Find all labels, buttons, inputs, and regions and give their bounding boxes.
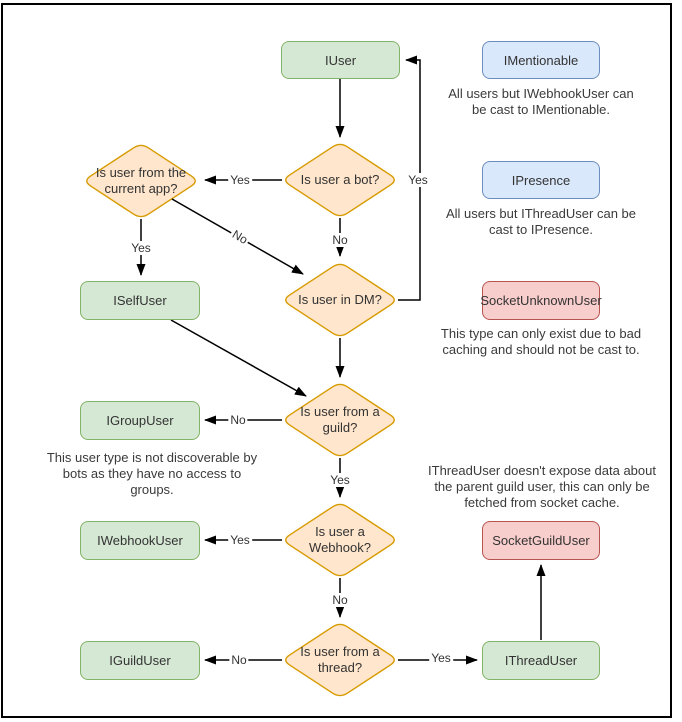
decision-webhook-label: Is user a Webhook? bbox=[309, 524, 371, 555]
edge-label-guild-no: No bbox=[228, 413, 248, 427]
node-igroupuser: IGroupUser bbox=[80, 401, 200, 440]
edge-label-app-yes: Yes bbox=[129, 241, 153, 255]
edge-label-thread-no: No bbox=[229, 653, 249, 667]
edge-label-thread-yes: Yes bbox=[429, 651, 453, 665]
node-socketguilduser: SocketGuildUser bbox=[482, 521, 600, 560]
note-ipresence: All users but IThreadUser can be cast to… bbox=[445, 206, 637, 237]
note-imentionable: All users but IWebhookUser can be cast t… bbox=[448, 86, 634, 117]
edge-label-bot-yes: Yes bbox=[228, 173, 252, 187]
decision-current-app-shape bbox=[86, 144, 196, 218]
node-iwebhookuser: IWebhookUser bbox=[80, 521, 200, 560]
edge-label-webhook-no: No bbox=[330, 593, 350, 607]
edge-iselfuser-to-guild bbox=[170, 319, 307, 397]
decision-dm-shape bbox=[285, 263, 395, 337]
edge-label-webhook-yes: Yes bbox=[228, 533, 252, 547]
decision-current-app-label: Is user from the current app? bbox=[95, 165, 187, 196]
note-ithreaduser: IThreadUser doesn't expose data about th… bbox=[428, 463, 656, 510]
decision-bot-label: Is user a bot? bbox=[300, 172, 380, 187]
decision-thread-shape bbox=[285, 623, 395, 697]
decision-guild-label: Is user from a guild? bbox=[300, 404, 380, 435]
decision-thread-label: Is user from a thread? bbox=[300, 644, 380, 675]
node-ithreaduser: IThreadUser bbox=[482, 641, 600, 680]
edge-label-guild-yes: Yes bbox=[328, 473, 352, 487]
decision-webhook-shape bbox=[285, 503, 395, 577]
node-imentionable: IMentionable bbox=[482, 41, 600, 79]
node-iguilduser: IGuildUser bbox=[80, 641, 200, 680]
node-iselfuser: ISelfUser bbox=[80, 281, 200, 320]
note-socketunknownuser: This type can only exist due to bad cach… bbox=[440, 326, 642, 357]
note-igroupuser: This user type is not discoverable by bo… bbox=[46, 450, 258, 497]
node-ipresence: IPresence bbox=[482, 161, 600, 199]
decision-dm-label: Is user in DM? bbox=[298, 292, 382, 307]
edge-label-bot-no: No bbox=[330, 233, 350, 247]
decision-guild-shape bbox=[285, 383, 395, 457]
node-socketunknownuser: SocketUnknownUser bbox=[480, 281, 602, 320]
edge-label-dm-yes: Yes bbox=[406, 173, 430, 187]
node-iuser: IUser bbox=[281, 41, 400, 79]
decision-bot-shape bbox=[285, 143, 395, 217]
